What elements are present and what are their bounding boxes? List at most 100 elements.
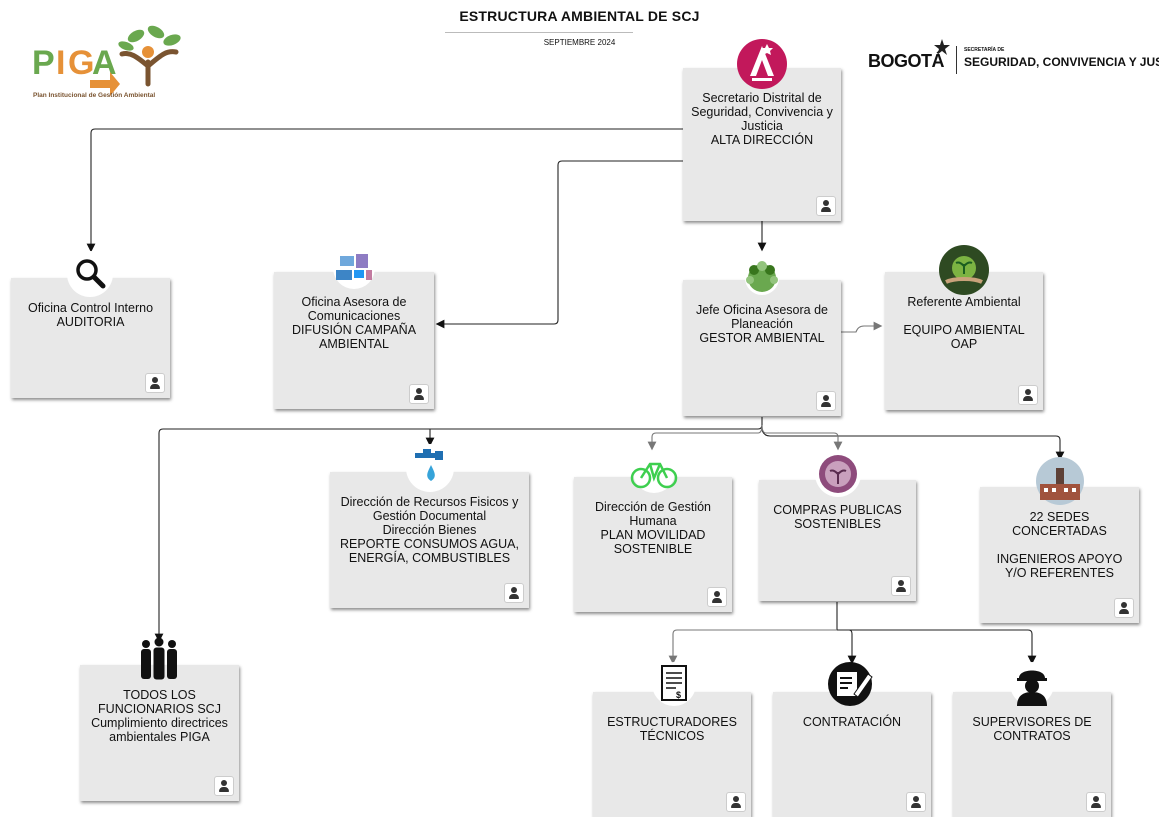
piga-logo-graphic: P I G A [32, 25, 181, 96]
node-estructuradores[interactable]: ESTRUCTURADORES TÉCNICOS [593, 692, 751, 817]
node-text: AUDITORIA [56, 315, 125, 329]
node-text: Jefe Oficina Asesora de [695, 303, 829, 317]
person-icon[interactable] [1114, 598, 1134, 618]
node-funcionarios[interactable]: TODOS LOS FUNCIONARIOS SCJ Cumplimiento … [80, 665, 239, 801]
person-icon[interactable] [1086, 792, 1106, 812]
secretaria-label: SECRETARÍA DE [964, 47, 1005, 53]
node-text: Dirección Bienes [382, 523, 477, 537]
node-text: INGENIEROS APOYO [996, 552, 1123, 566]
node-text: SUPERVISORES DE [972, 715, 1092, 729]
svg-text:I: I [56, 44, 65, 82]
node-contratacion[interactable]: CONTRATACIÓN [773, 692, 931, 817]
plant-hands-icon [939, 245, 989, 295]
connector-to-compras [761, 424, 843, 451]
svg-text:P: P [32, 44, 55, 82]
node-text: Gestión Documental [372, 509, 487, 523]
node-text: Dirección de Recursos Fisicos y [340, 495, 519, 509]
connector-secretario-comunicaciones [435, 160, 683, 329]
person-icon[interactable] [145, 373, 165, 393]
node-text: SOSTENIBLE [613, 542, 693, 556]
node-text: ENERGÍA, COMBUSTIBLES [348, 551, 511, 565]
node-supervisores[interactable]: SUPERVISORES DE CONTRATOS [953, 692, 1111, 817]
node-text: AMBIENTAL [319, 337, 389, 351]
node-text: CONCERTADAS [1012, 524, 1107, 538]
person-icon[interactable] [409, 384, 429, 404]
node-text: PLAN MOVILIDAD [600, 528, 706, 542]
connector-to-supervisores [837, 629, 1037, 665]
node-gestion-humana[interactable]: Dirección de Gestión Humana PLAN MOVILID… [574, 477, 732, 612]
node-text: TÉCNICOS [639, 729, 705, 743]
connector-secretario-control [86, 128, 683, 253]
node-text: Justicia [741, 119, 783, 133]
node-text: Comunicaciones [307, 309, 401, 323]
compras-seal-icon [815, 451, 861, 497]
person-icon[interactable] [906, 792, 926, 812]
building-icon [1036, 457, 1084, 505]
node-text: TODOS LOS [123, 688, 196, 702]
secretaria-name: SEGURIDAD, CONVIVENCIA Y JUSTIC [964, 55, 1159, 69]
node-text: OAP [950, 337, 978, 351]
node-text: ESTRUCTURADORES [607, 715, 737, 729]
media-devices-icon [333, 247, 375, 289]
node-text: GESTOR AMBIENTAL [699, 331, 825, 345]
node-text: DIFUSIÓN CAMPAÑA [291, 323, 417, 337]
piga-logo: P I G A [30, 22, 190, 102]
title-divider [445, 32, 633, 33]
svg-text:$: $ [676, 690, 681, 700]
person-icon[interactable] [1018, 385, 1038, 405]
star-icon [934, 39, 950, 55]
bogota-wordmark: BOGOTÁ [868, 51, 945, 71]
logo-divider [956, 46, 957, 74]
people-group-icon [141, 637, 177, 680]
node-text: FUNCIONARIOS SCJ [98, 702, 221, 716]
node-text: ALTA DIRECCIÓN [710, 133, 814, 147]
node-text: REPORTE CONSUMOS AGUA, [340, 537, 519, 551]
node-planeacion[interactable]: Jefe Oficina Asesora de Planeación GESTO… [683, 280, 841, 416]
node-text: Referente Ambiental [907, 295, 1021, 309]
bogota-secretaria-logo: BOGOTÁ SECRETARÍA DE SEGURIDAD, CONVIVEN… [868, 38, 1159, 80]
node-text: COMPRAS PUBLICAS [773, 503, 902, 517]
scj-emblem-icon [737, 39, 787, 89]
person-icon[interactable] [214, 776, 234, 796]
contract-sign-icon [828, 662, 873, 706]
green-world-icon [745, 261, 779, 295]
node-text: Cumplimiento directrices [91, 716, 228, 730]
invoice-document-icon: $ [652, 662, 696, 706]
bicycle-icon [630, 451, 678, 493]
node-text: Oficina Control Interno [27, 301, 154, 315]
node-recursos-fisicos[interactable]: Dirección de Recursos Fisicos y Gestión … [330, 472, 529, 608]
node-text: SOSTENIBLES [794, 517, 881, 531]
node-text: Dirección de Gestión [594, 500, 712, 514]
person-icon[interactable] [707, 587, 727, 607]
node-text: Planeación [731, 317, 793, 331]
node-text: ambientales PIGA [109, 730, 210, 744]
node-compras[interactable]: COMPRAS PUBLICAS SOSTENIBLES [759, 480, 916, 601]
person-icon[interactable] [891, 576, 911, 596]
node-text: Y/O REFERENTES [1004, 566, 1115, 580]
node-text: CONTRATACIÓN [802, 715, 902, 729]
node-control-interno[interactable]: Oficina Control Interno AUDITORIA [11, 278, 170, 398]
node-text: Humana [629, 514, 677, 528]
connector-to-estructuradores [668, 629, 837, 665]
node-comunicaciones[interactable]: Oficina Asesora de Comunicaciones DIFUSI… [274, 272, 434, 409]
node-sedes[interactable]: 22 SEDES CONCERTADAS INGENIEROS APOYO Y/… [980, 487, 1139, 623]
node-text: Secretario Distrital de [702, 91, 822, 105]
worker-helmet-icon [1010, 662, 1054, 706]
diagram-title: ESTRUCTURA AMBIENTAL DE SCJ [459, 8, 700, 24]
connector-to-sedes [761, 429, 1065, 461]
connector-planeacion-referente [841, 321, 883, 333]
node-text: 22 SEDES [1029, 510, 1090, 524]
piga-caption: Plan Institucional de Gestión Ambiental [33, 92, 156, 99]
person-icon[interactable] [816, 391, 836, 411]
node-text: Oficina Asesora de [301, 295, 407, 309]
node-text: CONTRATOS [993, 729, 1071, 743]
node-text: Seguridad, Convivencia y [691, 105, 833, 119]
person-icon[interactable] [726, 792, 746, 812]
node-secretario[interactable]: Secretario Distrital de Seguridad, Convi… [683, 68, 841, 221]
svg-text:G: G [68, 44, 94, 82]
magnifier-icon [67, 251, 113, 297]
person-icon[interactable] [504, 583, 524, 603]
water-tap-icon [406, 444, 454, 492]
person-icon[interactable] [816, 196, 836, 216]
